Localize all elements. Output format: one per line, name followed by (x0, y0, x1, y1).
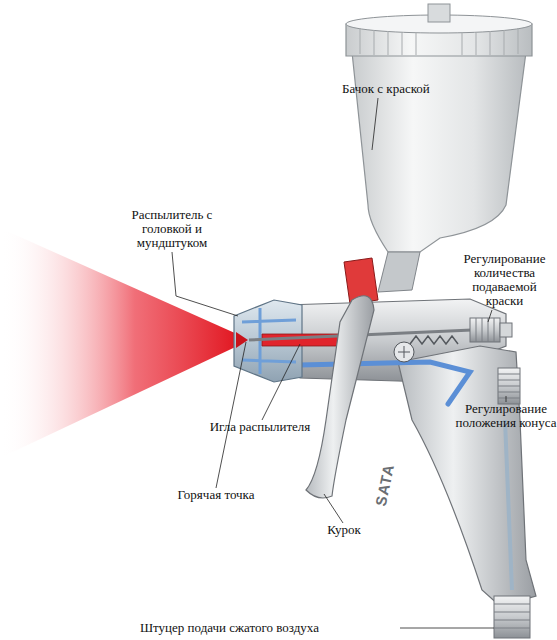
part-label: Курок (313, 523, 375, 537)
needle-spring (410, 336, 458, 344)
leader-line (372, 98, 378, 150)
lid-ribs (360, 28, 518, 55)
knob-ribs (476, 318, 494, 342)
tank-neck (378, 252, 420, 292)
nozzle-tip (236, 332, 248, 348)
leader-line (400, 628, 494, 629)
part-label: Горячая точка (160, 488, 272, 502)
trigger-pivot (394, 342, 414, 362)
brand-mark: SATA (373, 459, 397, 511)
leader-line (216, 342, 246, 488)
part-label: Бачок с краской (342, 82, 472, 96)
leader-lines (172, 98, 506, 628)
fluid-knob (470, 318, 500, 342)
air-fitting (494, 596, 530, 638)
part-label: Распылитель с головкой и мундштуком (114, 208, 230, 250)
leader-line (172, 252, 238, 316)
knob-ribs (498, 374, 520, 398)
part-label: Регулирование количества подаваемой крас… (452, 252, 557, 308)
air-channel (300, 362, 470, 404)
part-label: Штуцер подачи сжатого воздуха (140, 621, 402, 635)
fan-knob (498, 368, 520, 404)
tank-vent (428, 4, 450, 22)
part-label: Регулирование положения конуса (455, 402, 557, 430)
gun-handle (398, 346, 536, 606)
pivot-slot (398, 346, 410, 358)
trigger (306, 296, 374, 498)
leader-line (488, 310, 492, 322)
leader-line (262, 344, 300, 420)
spray-cone (0, 228, 246, 458)
fluid-knob-cap (500, 323, 512, 337)
part-label: Игла распылителя (208, 420, 312, 434)
fitting-threads (494, 604, 530, 628)
air-channel (505, 420, 512, 590)
leader-line (324, 494, 343, 523)
